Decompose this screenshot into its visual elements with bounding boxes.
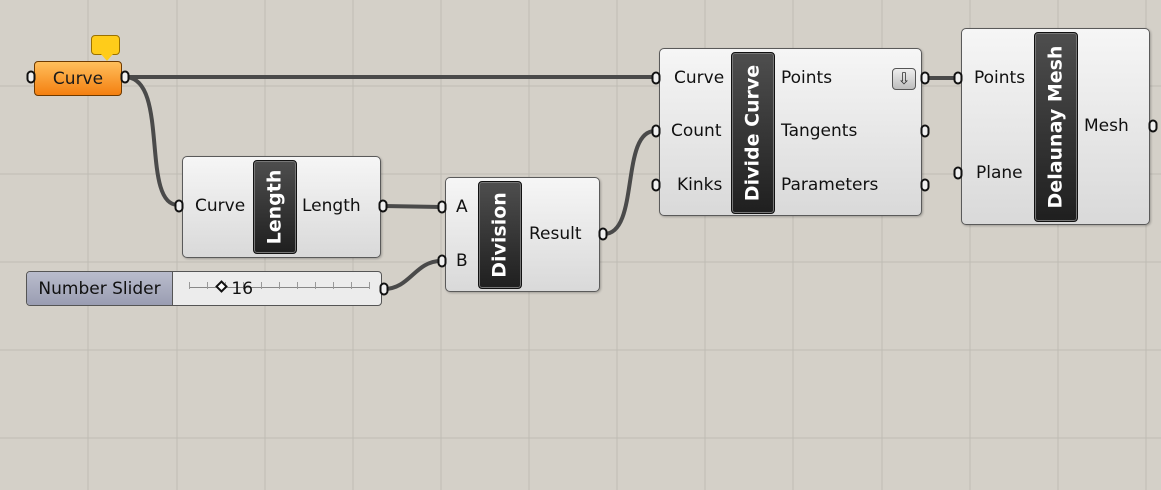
slider-tick bbox=[261, 282, 262, 289]
delaunay-input-points-grip[interactable] bbox=[953, 71, 963, 85]
divide-curve-nickname-strip: Divide Curve bbox=[731, 52, 775, 214]
length-component[interactable]: Length bbox=[182, 156, 381, 258]
length-output-length-grip[interactable] bbox=[378, 199, 388, 213]
number-slider-value: 16 bbox=[231, 279, 254, 299]
divide-curve-input-curve-label: Curve bbox=[674, 68, 725, 88]
length-nickname-strip: Length bbox=[253, 160, 297, 254]
length-nickname: Length bbox=[263, 169, 286, 245]
curve-parameter-label: Curve bbox=[52, 69, 104, 89]
slider-tick bbox=[297, 282, 298, 289]
length-output-length-label: Length bbox=[302, 196, 361, 216]
divide-curve-input-kinks-label: Kinks bbox=[677, 175, 723, 195]
division-nickname: Division bbox=[488, 192, 511, 278]
number-slider[interactable]: Number Slider 16 bbox=[26, 271, 382, 306]
comment-bubble-icon[interactable] bbox=[91, 35, 120, 61]
divide-curve-output-parameters-grip[interactable] bbox=[920, 178, 930, 192]
divide-curve-output-tangents-grip[interactable] bbox=[920, 124, 930, 138]
wire-division-to-count[interactable] bbox=[603, 129, 656, 236]
division-input-b-grip[interactable] bbox=[437, 254, 447, 268]
number-slider-name: Number Slider bbox=[27, 272, 173, 305]
divide-curve-input-curve-grip[interactable] bbox=[651, 71, 661, 85]
slider-tick bbox=[243, 282, 244, 289]
division-input-a-grip[interactable] bbox=[437, 200, 447, 214]
delaunay-input-plane-label: Plane bbox=[976, 163, 1023, 183]
curve-parameter[interactable]: Curve bbox=[34, 61, 122, 96]
wire-curve-to-length[interactable] bbox=[124, 75, 179, 207]
slider-tick bbox=[333, 282, 334, 289]
delaunay-mesh-nickname: Delaunay Mesh bbox=[1044, 45, 1067, 209]
divide-curve-output-tangents-label: Tangents bbox=[781, 121, 858, 141]
divide-curve-input-count-label: Count bbox=[671, 121, 722, 141]
wire-slider-to-division-b[interactable] bbox=[383, 259, 442, 291]
number-slider-track[interactable] bbox=[189, 282, 370, 289]
delaunay-output-mesh-label: Mesh bbox=[1084, 116, 1129, 136]
division-nickname-strip: Division bbox=[478, 181, 522, 289]
division-output-result-grip[interactable] bbox=[598, 227, 608, 241]
curve-parameter-input-grip[interactable] bbox=[26, 70, 36, 84]
divide-curve-output-points-grip[interactable] bbox=[920, 71, 930, 85]
divide-curve-output-parameters-label: Parameters bbox=[781, 175, 879, 195]
slider-tick bbox=[315, 282, 316, 289]
divide-curve-output-points-label: Points bbox=[781, 68, 833, 88]
length-input-curve-grip[interactable] bbox=[174, 199, 184, 213]
division-input-b-label: B bbox=[456, 251, 468, 271]
slider-tick bbox=[351, 282, 352, 289]
slider-tick bbox=[189, 282, 190, 289]
wire-length-to-division-a[interactable] bbox=[383, 204, 442, 209]
curve-parameter-output-grip[interactable] bbox=[120, 70, 130, 84]
delaunay-input-points-label: Points bbox=[974, 68, 1026, 88]
divide-curve-component[interactable]: Divide Curve ⇩ bbox=[659, 48, 922, 216]
arrow-down-icon[interactable]: ⇩ bbox=[892, 68, 916, 90]
delaunay-output-mesh-grip[interactable] bbox=[1148, 119, 1158, 133]
length-input-curve-label: Curve bbox=[195, 196, 246, 216]
delaunay-mesh-nickname-strip: Delaunay Mesh bbox=[1034, 32, 1078, 222]
divide-curve-input-count-grip[interactable] bbox=[651, 124, 661, 138]
divide-curve-input-kinks-grip[interactable] bbox=[651, 178, 661, 192]
number-slider-output-grip[interactable] bbox=[379, 282, 389, 296]
division-output-result-label: Result bbox=[529, 224, 582, 244]
slider-tick bbox=[207, 282, 208, 289]
division-input-a-label: A bbox=[456, 197, 468, 217]
delaunay-mesh-component[interactable]: Delaunay Mesh bbox=[961, 28, 1150, 225]
divide-curve-nickname: Divide Curve bbox=[741, 64, 764, 202]
slider-tick bbox=[369, 282, 370, 289]
slider-tick bbox=[279, 282, 280, 289]
delaunay-input-plane-grip[interactable] bbox=[953, 166, 963, 180]
division-component[interactable]: Division bbox=[445, 177, 600, 292]
